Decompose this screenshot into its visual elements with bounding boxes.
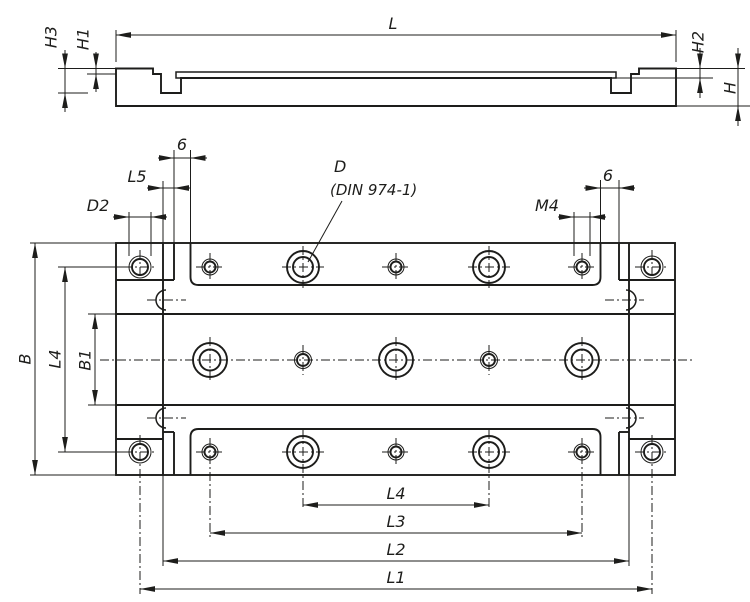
corner-hole bbox=[123, 250, 157, 284]
threaded-hole bbox=[568, 253, 596, 281]
counterbored-hole bbox=[282, 246, 324, 288]
dim-label-b1: B1 bbox=[76, 349, 95, 370]
counterbored-hole bbox=[192, 337, 228, 383]
dim-label-six-right: 6 bbox=[603, 166, 613, 185]
dim-label-d2: D2 bbox=[87, 196, 110, 215]
dim-label-h1: H1 bbox=[74, 28, 93, 50]
dim-label-six-left: 6 bbox=[177, 135, 187, 154]
threaded-hole bbox=[382, 438, 410, 466]
plan-view: 6 L5 D2 M4 6 D (DIN 974-1) bbox=[16, 135, 692, 594]
dim-label-h: H bbox=[721, 82, 740, 94]
dim-label-h2: H2 bbox=[689, 31, 708, 53]
dim-label-length: L bbox=[389, 14, 398, 33]
dim-label-m4: M4 bbox=[535, 196, 559, 215]
threaded-hole bbox=[382, 253, 410, 281]
threaded-hole bbox=[294, 345, 312, 375]
bottom-rail-band bbox=[189, 428, 602, 475]
counterbored-hole bbox=[468, 246, 510, 288]
top-rail-band bbox=[189, 243, 602, 286]
counterbore-standard: (DIN 974-1) bbox=[330, 181, 417, 199]
side-view: L H3 H1 H2 H bbox=[42, 14, 750, 126]
dim-label-l4-left: L4 bbox=[46, 349, 65, 368]
plan-view-outline bbox=[115, 242, 676, 476]
counterbore-label: D bbox=[334, 157, 346, 176]
counterbored-hole bbox=[564, 337, 600, 383]
counterbore-leader bbox=[307, 200, 343, 263]
counterbored-hole bbox=[282, 430, 324, 510]
dim-label-l3: L3 bbox=[386, 512, 405, 531]
threaded-hole bbox=[196, 253, 224, 281]
side-view-outline bbox=[115, 67, 677, 107]
threaded-hole bbox=[196, 438, 224, 538]
dim-label-b: B bbox=[16, 354, 35, 365]
counterbored-hole bbox=[378, 337, 414, 383]
dim-label-h3: H3 bbox=[42, 26, 61, 48]
dim-label-l1: L1 bbox=[386, 568, 405, 587]
dim-label-l2: L2 bbox=[386, 540, 405, 559]
threaded-hole bbox=[480, 345, 498, 375]
dim-label-l5: L5 bbox=[127, 167, 146, 186]
threaded-hole bbox=[568, 438, 596, 538]
corner-hole bbox=[635, 435, 669, 594]
dim-label-l4: L4 bbox=[386, 484, 405, 503]
corner-hole bbox=[635, 250, 669, 284]
corner-hole bbox=[123, 435, 157, 594]
counterbored-hole bbox=[468, 430, 510, 510]
